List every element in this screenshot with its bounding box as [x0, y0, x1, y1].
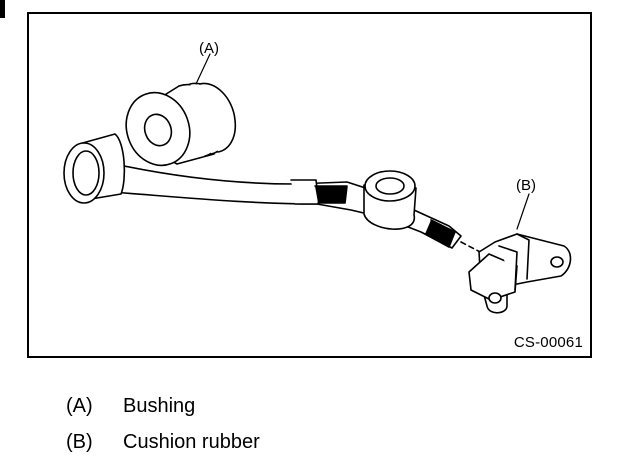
legend-key: (B): [66, 431, 93, 453]
callout-a-label: (A): [199, 40, 219, 57]
shift-rod: [100, 160, 485, 255]
corner-mark: [0, 0, 5, 18]
legend-text: Cushion rubber: [123, 431, 260, 453]
legend-text: Bushing: [123, 395, 196, 417]
callout-b-leader: [516, 193, 530, 230]
joint-boss: [363, 170, 417, 230]
figure-code: CS-00061: [513, 334, 583, 351]
legend-item-bushing: (A) Bushing: [66, 388, 260, 424]
legend-item-cushion-rubber: (B) Cushion rubber: [66, 424, 260, 460]
legend-key: (A): [66, 395, 93, 417]
figure-frame: (A) (B) CS-00061: [27, 12, 592, 358]
callout-a-leader: [195, 53, 211, 85]
bushing-part: [125, 82, 237, 167]
callout-b-label: (B): [516, 177, 536, 194]
legend: (A) Bushing (B) Cushion rubber: [66, 388, 260, 460]
shift-linkage-illustration: (A) (B): [63, 40, 572, 314]
rod-eye-end: [63, 133, 126, 204]
cushion-rubber-bracket: [468, 233, 572, 314]
